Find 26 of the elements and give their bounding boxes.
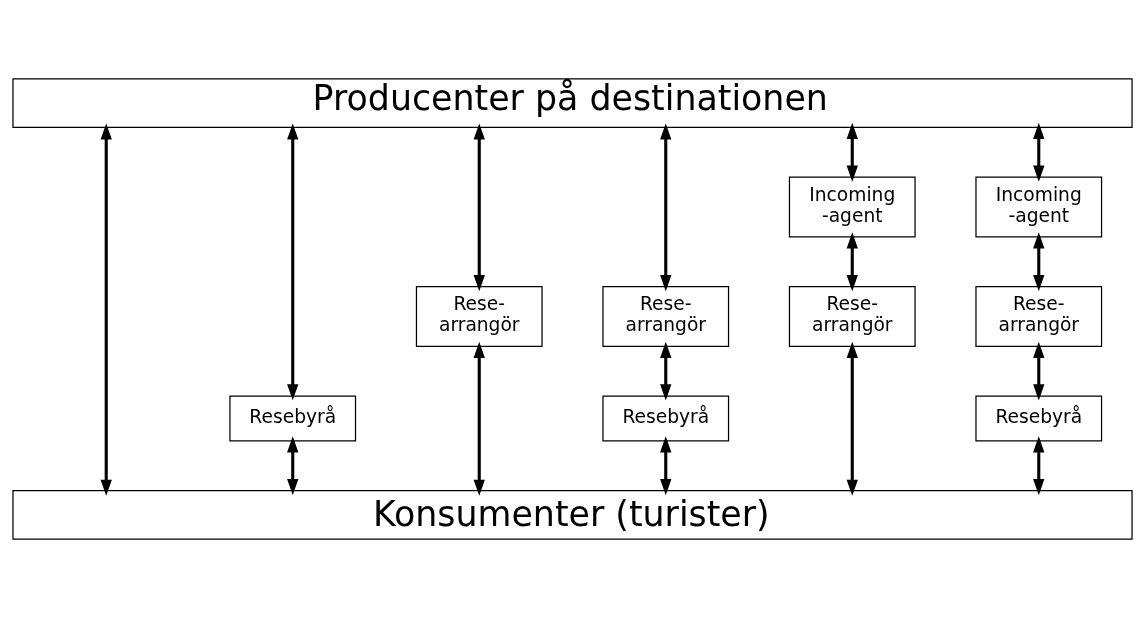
arrow	[846, 341, 858, 496]
node-box: Rese- arrangör	[788, 285, 916, 347]
node-box: Konsumenter (turister)	[12, 489, 1133, 540]
arrow	[660, 341, 672, 400]
node-box: Incoming -agent	[788, 176, 916, 237]
node-box: Resebyrå	[229, 394, 357, 441]
node-box: Rese- arrangör	[975, 285, 1103, 347]
node-box: Incoming -agent	[975, 176, 1103, 237]
arrow	[846, 122, 858, 182]
arrow	[1033, 231, 1045, 291]
arrow	[1033, 341, 1045, 400]
arrow	[473, 341, 485, 496]
arrow	[660, 122, 672, 291]
node-box: Resebyrå	[975, 394, 1103, 441]
arrow	[287, 122, 299, 400]
node-box: Rese- arrangör	[415, 285, 543, 347]
arrow	[100, 122, 112, 496]
arrow	[473, 122, 485, 291]
arrow	[1033, 435, 1045, 495]
arrow	[660, 435, 672, 495]
arrow	[846, 231, 858, 291]
node-box: Rese- arrangör	[602, 285, 730, 347]
node-box: Producenter på destinationen	[12, 77, 1133, 128]
arrow	[287, 435, 299, 495]
node-box: Resebyrå	[602, 394, 730, 441]
arrow	[1033, 122, 1045, 182]
